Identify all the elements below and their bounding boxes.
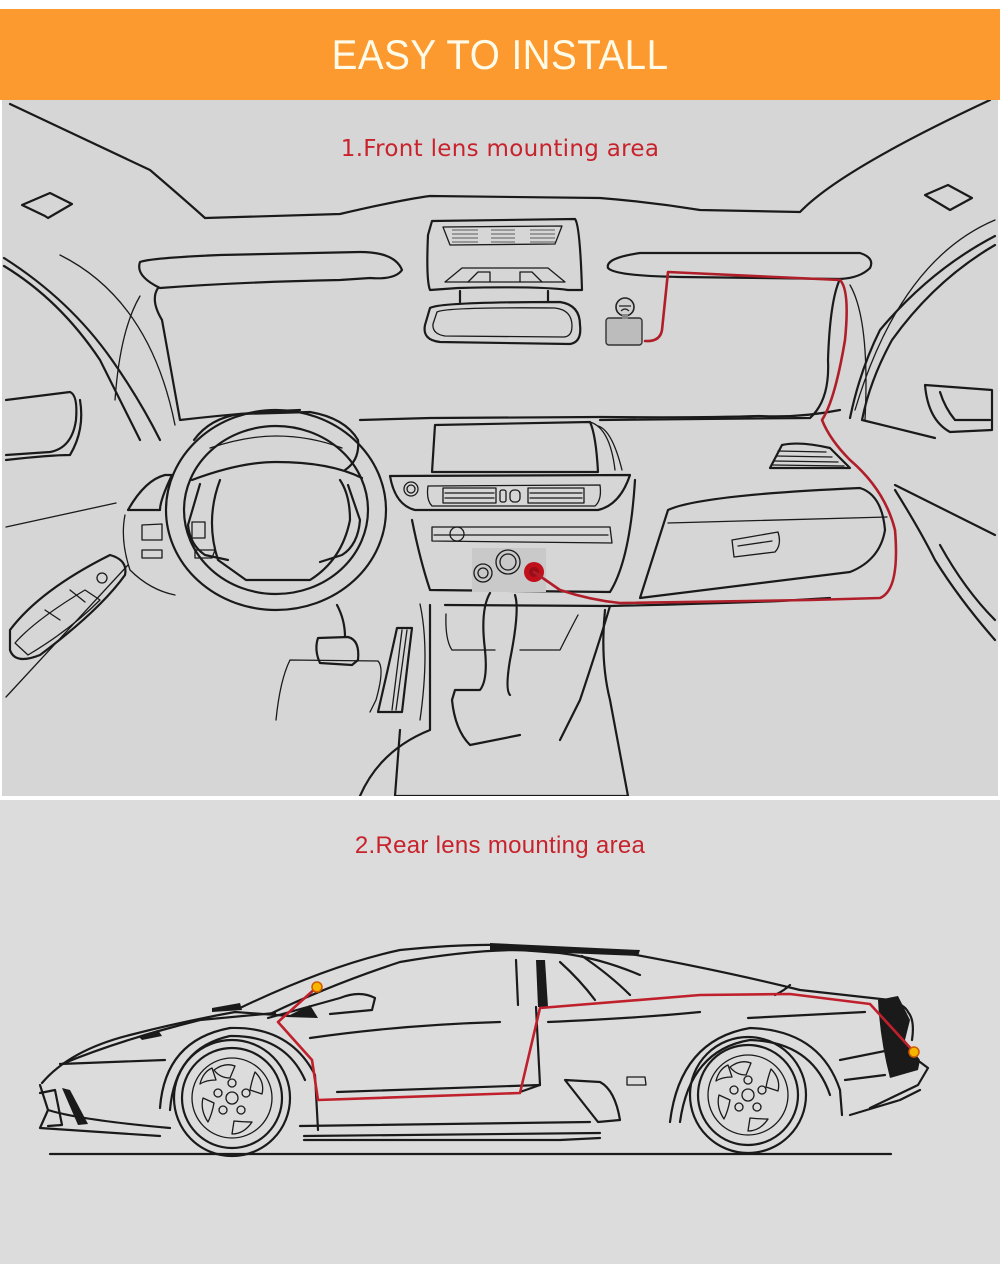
front-camera-marker-icon [311, 981, 323, 993]
front-lens-caption: 1.Front lens mounting area [340, 136, 660, 162]
header-banner: EASY TO INSTALL [0, 9, 1000, 100]
rear-lens-section: 2.Rear lens mounting area [0, 800, 1000, 1264]
rear-lens-caption: 2.Rear lens mounting area [354, 832, 646, 859]
rear-camera-marker-icon [908, 1046, 920, 1058]
car-interior-illustration [2, 100, 997, 796]
sports-car-side-illustration [38, 943, 930, 1158]
banner-title: EASY TO INSTALL [331, 30, 669, 78]
front-dashcam-icon [605, 297, 643, 346]
front-lens-section: 1.Front lens mounting area [2, 100, 998, 796]
